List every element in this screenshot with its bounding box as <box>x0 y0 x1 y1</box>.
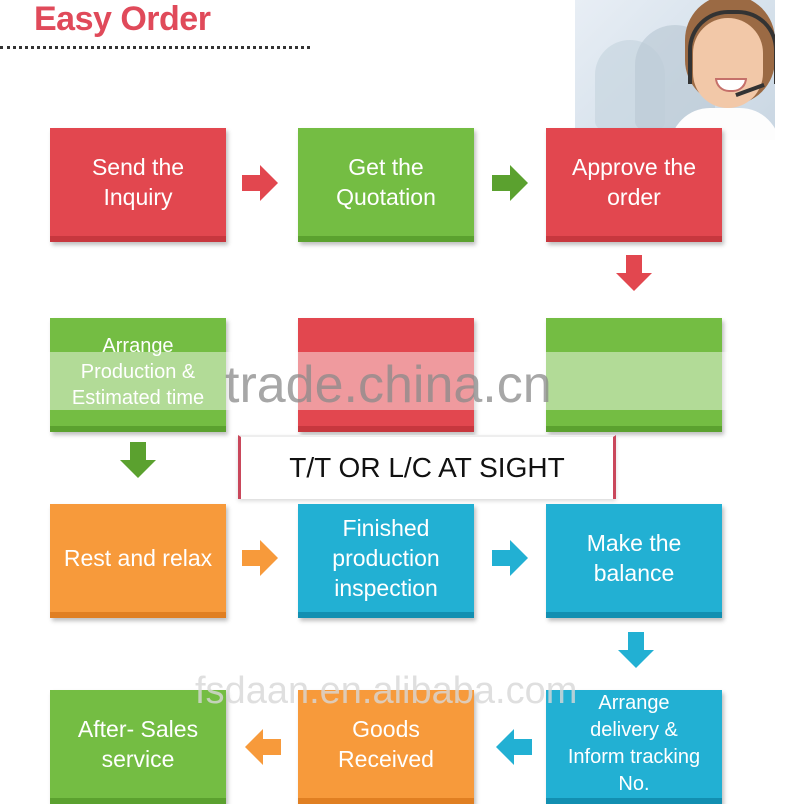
watermark-text: trade.china.cn <box>225 356 552 414</box>
step-send-inquiry: Send the Inquiry <box>50 128 226 242</box>
dotted-divider <box>0 46 310 49</box>
watermark-secondary: fsdaan.en.alibaba.com <box>195 670 578 712</box>
step-deposit <box>546 318 722 432</box>
step-arrange-production: Arrange Production & Estimated time <box>50 318 226 432</box>
arrow-down-icon <box>618 632 654 668</box>
step-get-quotation: Get the Quotation <box>298 128 474 242</box>
arrow-left-icon <box>496 729 532 765</box>
page-title: Easy Order <box>34 0 211 38</box>
step-rest-and-relax: Rest and relax <box>50 504 226 618</box>
arrow-left-icon <box>245 729 281 765</box>
step-payment <box>298 318 474 432</box>
arrow-right-icon <box>492 540 528 576</box>
payment-terms-note: T/T OR L/C AT SIGHT <box>238 435 616 499</box>
step-goods-received: Goods Received <box>298 690 474 804</box>
watermark-band <box>0 352 800 410</box>
step-arrange-delivery: Arrange delivery & Inform tracking No. <box>546 690 722 804</box>
arrow-right-icon <box>242 540 278 576</box>
customer-service-agent-image <box>575 0 775 140</box>
arrow-right-icon <box>492 165 528 201</box>
step-make-balance: Make the balance <box>546 504 722 618</box>
arrow-down-icon <box>120 442 156 478</box>
step-finished-inspection: Finished production inspection <box>298 504 474 618</box>
step-approve-order: Approve the order <box>546 128 722 242</box>
arrow-right-icon <box>242 165 278 201</box>
arrow-down-icon <box>616 255 652 291</box>
